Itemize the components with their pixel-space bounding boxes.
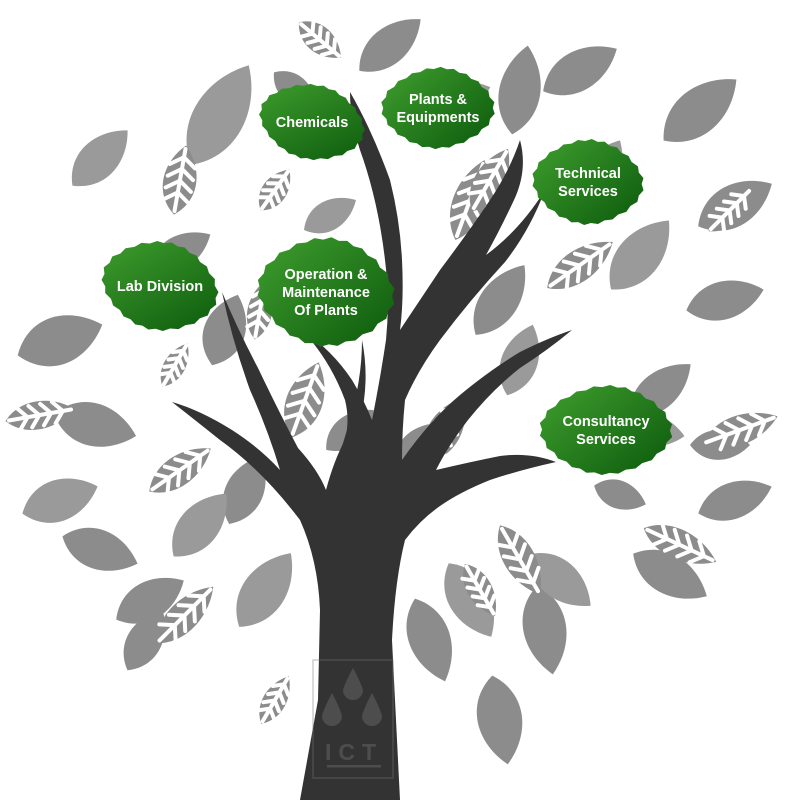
gray-leaf [529, 553, 591, 606]
service-leaf-plants-equipments[interactable]: Plants & Equipments [377, 62, 498, 155]
veined-leaf [149, 448, 211, 495]
service-leaf-label: Services [576, 432, 636, 448]
service-leaf-label: Lab Division [117, 279, 203, 295]
service-leaf-label: Maintenance [282, 285, 370, 301]
veined-leaf [702, 411, 778, 452]
gray-leaf [123, 609, 166, 671]
gray-leaf [186, 65, 252, 165]
gray-leaf [543, 46, 617, 96]
veined-leaf [495, 525, 541, 595]
veined-leaf [643, 522, 717, 565]
veined-leaf [158, 343, 190, 387]
gray-leaf [633, 549, 707, 599]
gray-leaf [71, 130, 128, 187]
veined-leaf [298, 19, 342, 58]
veined-leaf [156, 586, 214, 644]
service-leaf-label: Operation & [285, 267, 369, 283]
green-leaf-shape [539, 384, 673, 476]
service-leaf-label: Services [558, 184, 618, 200]
veined-leaf [707, 188, 752, 233]
service-leaf-lab-division[interactable]: Lab Division [97, 236, 223, 337]
water-drops-icon [322, 668, 382, 726]
gray-leaf [663, 79, 737, 142]
gray-leaf [62, 527, 138, 571]
logo-text: ICT [325, 739, 383, 765]
veined-leaf [256, 169, 291, 211]
gray-leaf [476, 675, 523, 765]
gray-leaf [22, 478, 98, 523]
service-leaf-label: Equipments [397, 110, 480, 126]
veined-leaf [281, 362, 326, 438]
green-leaf-shape [259, 83, 365, 161]
gray-leaf [17, 315, 103, 367]
veined-leaf [5, 399, 75, 432]
gray-leaf [222, 456, 266, 524]
service-leaf-label: Of Plants [294, 303, 358, 319]
gray-leaf [116, 577, 184, 624]
veined-leaf [256, 676, 291, 724]
service-leaf-label: Consultancy [562, 414, 649, 430]
gray-leaf [522, 585, 567, 675]
service-leaf-chemicals[interactable]: Chemicals [254, 77, 370, 166]
gray-leaf [594, 479, 646, 510]
tree-trunk [172, 92, 572, 800]
veined-leaf [547, 241, 613, 292]
green-leaf-shape [257, 237, 395, 347]
green-leaf-shape [532, 139, 644, 225]
gray-leaf [202, 294, 247, 366]
veined-leaf [460, 564, 497, 616]
service-leaf-label: Plants & [409, 92, 468, 108]
gray-leaf [498, 45, 541, 135]
green-leaf-shape [381, 66, 495, 150]
veined-leaf [161, 145, 198, 215]
gray-leaf [359, 19, 421, 72]
gray-leaf [686, 280, 764, 321]
gray-leaf [53, 401, 137, 447]
gray-leaf [609, 220, 670, 290]
gray-leaf [236, 553, 293, 627]
gray-leaf [473, 265, 526, 335]
service-leaves: Chemicals Plants & EquipmentsTechnicalServ… [97, 62, 676, 480]
gray-leaf [304, 197, 356, 234]
green-leaf-shape [101, 240, 219, 332]
service-leaf-label: Chemicals [276, 115, 349, 131]
gray-leaf [406, 598, 452, 682]
service-leaf-label: Technical [555, 166, 621, 182]
gray-leaf [172, 493, 227, 557]
service-leaf-operation-maintenance[interactable]: Operation & Maintenance Of Plants [255, 234, 398, 350]
ict-logo: ICT [312, 659, 394, 779]
gray-leaf [698, 480, 772, 521]
veined-leaf [466, 148, 510, 212]
